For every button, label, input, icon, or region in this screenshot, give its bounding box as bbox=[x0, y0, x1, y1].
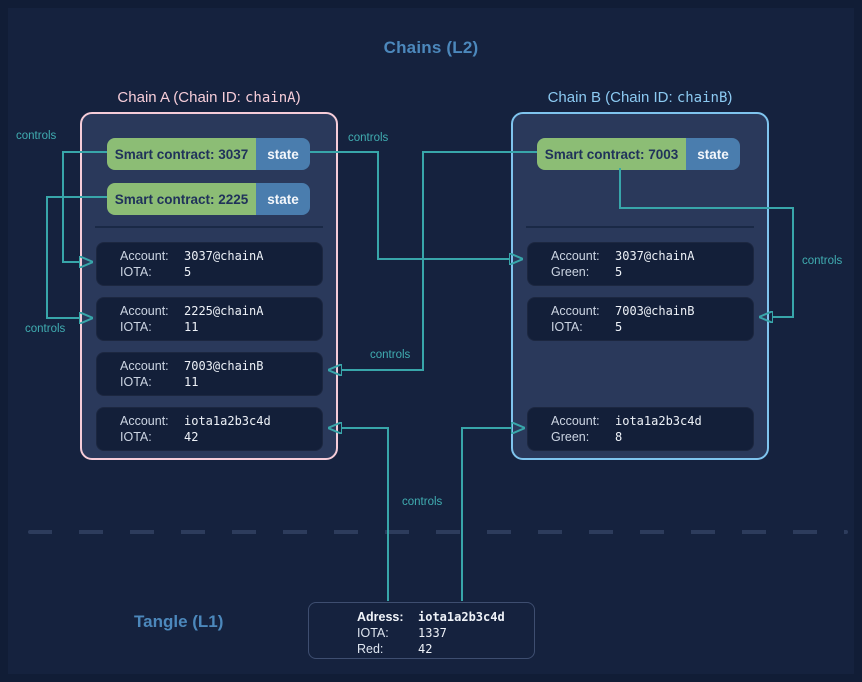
chain-a-account-row-2: Account: 2225@chainA IOTA: 11 bbox=[96, 297, 323, 341]
account-id: 2225@chainA bbox=[184, 304, 264, 318]
token-key: IOTA: bbox=[120, 430, 152, 444]
controls-label: controls bbox=[802, 255, 843, 267]
token-key: IOTA: bbox=[120, 320, 152, 334]
account-key: Account: bbox=[551, 304, 600, 318]
token-balance: 8 bbox=[615, 430, 623, 444]
controls-label: controls bbox=[402, 496, 443, 508]
connector-l1-to-chainB-account bbox=[461, 428, 512, 601]
account-key: Account: bbox=[120, 414, 169, 428]
token-balance: 5 bbox=[615, 320, 623, 334]
l1-address-box: Adress: iota1a2b3c4d IOTA: 1337 Red: 42 bbox=[308, 602, 535, 659]
iota-key: IOTA: bbox=[357, 626, 389, 640]
chain-a-title-prefix: Chain A (Chain ID: bbox=[117, 89, 245, 106]
token-key: Green: bbox=[551, 430, 590, 444]
red-value: 42 bbox=[418, 642, 433, 656]
smart-contract-label: Smart contract: 7003 bbox=[537, 138, 686, 170]
account-key: Account: bbox=[120, 249, 169, 263]
token-key: Green: bbox=[551, 265, 590, 279]
controls-label: controls bbox=[25, 323, 66, 335]
address-value: iota1a2b3c4d bbox=[418, 610, 505, 624]
chain-a-account-row-4: Account: iota1a2b3c4d IOTA: 42 bbox=[96, 407, 323, 451]
account-key: Account: bbox=[551, 249, 600, 263]
account-id: 7003@chainB bbox=[184, 359, 264, 373]
token-key: IOTA: bbox=[120, 375, 152, 389]
account-id: 3037@chainA bbox=[615, 249, 695, 263]
chain-b-id: chainB bbox=[676, 90, 728, 106]
tangle-l1-heading: Tangle (L1) bbox=[134, 612, 224, 631]
chain-a-title-suffix: ) bbox=[295, 89, 301, 106]
smart-contract-label: Smart contract: 3037 bbox=[107, 138, 256, 170]
connector-contract3037-to-chainB-account bbox=[310, 151, 510, 259]
chain-b-title: Chain B (Chain ID: chainB) bbox=[511, 89, 769, 106]
account-key: Account: bbox=[120, 304, 169, 318]
iota-value: 1337 bbox=[418, 626, 447, 640]
controls-label: controls bbox=[370, 349, 411, 361]
token-balance: 5 bbox=[184, 265, 192, 279]
panel-divider bbox=[95, 226, 323, 228]
token-balance: 42 bbox=[184, 430, 199, 444]
account-key: Account: bbox=[551, 414, 600, 428]
chains-l2-heading: Chains (L2) bbox=[383, 38, 479, 57]
chain-b-title-suffix: ) bbox=[727, 89, 733, 106]
state-badge: state bbox=[686, 138, 740, 170]
chain-b-contract-7003: Smart contract: 7003 state bbox=[537, 138, 740, 170]
token-key: IOTA: bbox=[551, 320, 583, 334]
controls-label: controls bbox=[348, 132, 389, 144]
chain-b-account-row-2: Account: 7003@chainB IOTA: 5 bbox=[527, 297, 754, 341]
state-badge: state bbox=[256, 183, 310, 215]
connector-l1-to-chainA-account bbox=[341, 428, 389, 601]
connector-contract7003-to-chainA-account bbox=[341, 151, 537, 370]
account-key: Account: bbox=[120, 359, 169, 373]
red-key: Red: bbox=[357, 642, 384, 656]
account-id: iota1a2b3c4d bbox=[184, 414, 271, 428]
account-id: 3037@chainA bbox=[184, 249, 264, 263]
chain-b-account-row-3: Account: iota1a2b3c4d Green: 8 bbox=[527, 407, 754, 451]
chain-a-panel: Smart contract: 3037 state Smart contrac… bbox=[80, 112, 338, 460]
token-balance: 11 bbox=[184, 320, 199, 334]
token-balance: 5 bbox=[615, 265, 623, 279]
state-badge: state bbox=[256, 138, 310, 170]
chain-a-contract-2225: Smart contract: 2225 state bbox=[107, 183, 310, 215]
panel-divider bbox=[526, 226, 754, 228]
chain-b-panel: Smart contract: 7003 state Account: 3037@… bbox=[511, 112, 769, 460]
layer-separator-dashed-line bbox=[28, 530, 848, 534]
address-key: Adress: bbox=[357, 610, 404, 624]
chain-a-id: chainA bbox=[245, 90, 296, 106]
account-id: 7003@chainB bbox=[615, 304, 695, 318]
controls-label: controls bbox=[16, 130, 57, 142]
chain-a-title: Chain A (Chain ID: chainA) bbox=[80, 89, 338, 106]
chain-b-account-row-1: Account: 3037@chainA Green: 5 bbox=[527, 242, 754, 286]
token-key: IOTA: bbox=[120, 265, 152, 279]
chain-a-account-row-3: Account: 7003@chainB IOTA: 11 bbox=[96, 352, 323, 396]
smart-contract-label: Smart contract: 2225 bbox=[107, 183, 256, 215]
account-id: iota1a2b3c4d bbox=[615, 414, 702, 428]
chain-b-title-prefix: Chain B (Chain ID: bbox=[547, 89, 677, 106]
chain-a-contract-3037: Smart contract: 3037 state bbox=[107, 138, 310, 170]
chain-a-account-row-1: Account: 3037@chainA IOTA: 5 bbox=[96, 242, 323, 286]
token-balance: 11 bbox=[184, 375, 199, 389]
